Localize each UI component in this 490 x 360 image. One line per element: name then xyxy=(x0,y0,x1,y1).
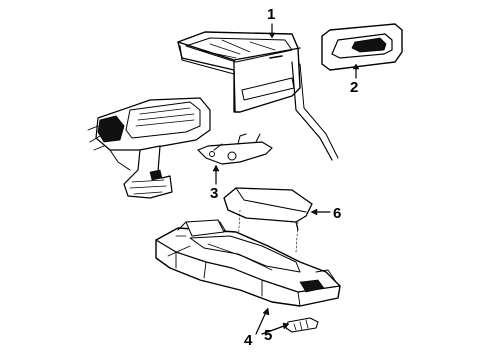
part-3-bracket xyxy=(197,133,273,165)
leader-lines xyxy=(212,23,360,335)
callout-5: 5 xyxy=(264,327,272,344)
dash-vent-assembly xyxy=(87,97,211,199)
pillar-trim-line-2 xyxy=(299,63,339,159)
pillar-trim-line xyxy=(291,61,333,161)
callout-4: 4 xyxy=(244,332,253,349)
part-5-clip xyxy=(285,317,319,333)
part-6-console-lid xyxy=(223,187,313,253)
callout-6: 6 xyxy=(333,205,341,222)
callout-2: 2 xyxy=(350,79,358,96)
part-1-storage-compartment xyxy=(177,31,301,113)
callout-3: 3 xyxy=(210,185,218,202)
part-4-floor-console xyxy=(155,219,341,307)
callout-1: 1 xyxy=(267,6,275,23)
part-2-side-panel xyxy=(321,23,403,71)
